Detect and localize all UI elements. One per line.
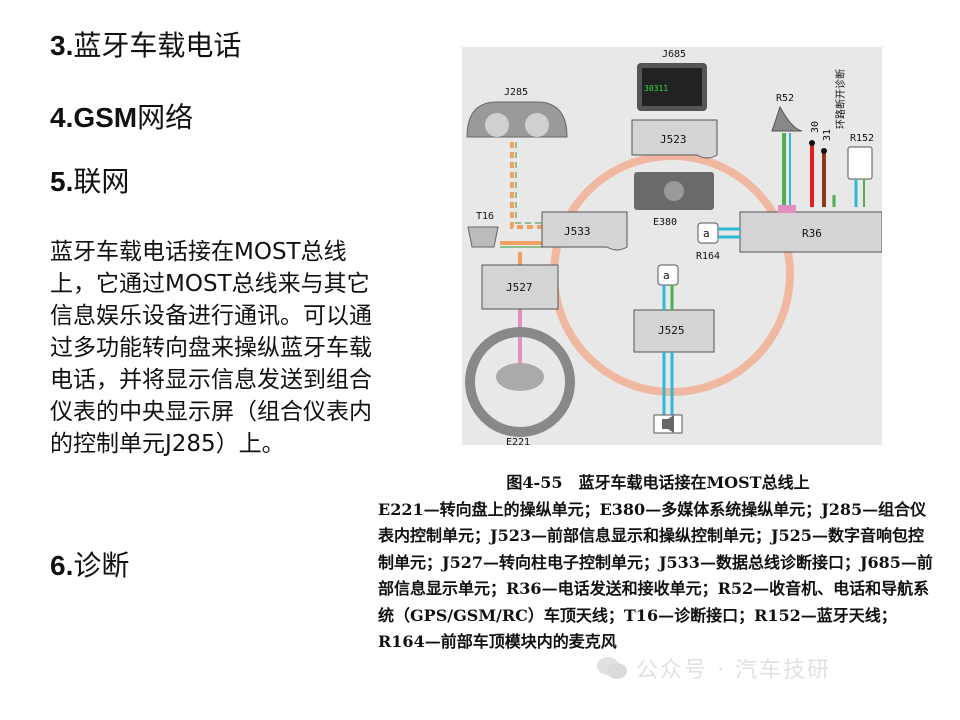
label-r36: R36 [802,227,822,240]
wechat-icon [597,657,627,679]
label-e380: E380 [653,217,677,228]
heading-networking: 5.联网 [50,165,130,198]
can-wire-j285 [510,142,542,229]
figure-caption: 图4-55 蓝牙车载电话接在MOST总线上 E221—转向盘上的操纵单元；E38… [378,470,938,656]
box-j527 [481,264,559,310]
box-r36 [739,211,882,253]
j685-display: 30311 J685 [637,49,707,111]
svg-text:a: a [663,269,670,282]
label-e221: E221 [506,437,530,445]
watermark-text: 公众号 · 汽车技研 [636,658,831,683]
heading-bluetooth-phone: 3.蓝牙车载电话 [50,29,242,62]
r52-roof-antenna: R52 [771,93,803,213]
r164-microphone: a R164 [696,222,740,262]
caption-legend: E221—转向盘上的操纵单元；E380—多媒体系统操纵单元；J285—组合仪表内… [378,499,933,652]
heading-text: 蓝牙车载电话 [73,29,242,62]
screen-code: 30311 [644,84,668,93]
box-j523 [631,119,718,159]
body-paragraph: 蓝牙车载电话接在MOST总线上，它通过MOST总线来与其它信息娱乐设备进行通讯。… [50,239,372,457]
e221-steering-wheel: E221 [465,327,575,445]
box-j533 [541,211,628,251]
heading-text: 联网 [73,165,130,198]
heading-number: 3. [50,30,74,61]
most-bus-diagram: 30311 J685 J523 E380 J285 T16 J533 J [462,47,882,445]
heading-number: 5. [50,166,74,197]
label-j685: J685 [662,49,686,60]
label-pin-30: 30 [810,121,821,133]
label-t16: T16 [476,211,494,222]
label-r152: R152 [850,133,874,144]
label-r52: R52 [776,93,794,104]
label-r164: R164 [696,251,720,262]
watermark: 公众号 · 汽车技研 [596,648,831,688]
e380-control-panel: E380 [634,172,714,228]
heading-gsm-network: 4.GSM网络 [50,101,194,134]
speaker-icon [653,414,683,434]
label-pin-31: 31 [822,129,833,141]
label-j527: J527 [506,281,533,294]
box-j525 [633,309,715,353]
caption-title: 图4-55 蓝牙车载电话接在MOST总线上 [506,473,810,492]
label-j533: J533 [564,225,591,238]
label-j523: J523 [660,133,687,146]
label-loop-diag: 环路断开诊断 [834,69,847,129]
heading-text: 诊断 [73,549,130,582]
heading-number: 6. [50,550,74,581]
label-j525: J525 [658,324,685,337]
label-j285: J285 [504,87,528,98]
r152-bluetooth-antenna: R152 [847,133,874,207]
t16-connector: T16 [467,211,499,248]
heading-diagnosis: 6.诊断 [50,549,130,582]
heading-text: 网络 [137,101,194,134]
heading-number: 4.GSM [50,102,138,133]
j285-instrument-cluster: J285 [466,87,568,138]
svg-text:a: a [703,227,710,240]
